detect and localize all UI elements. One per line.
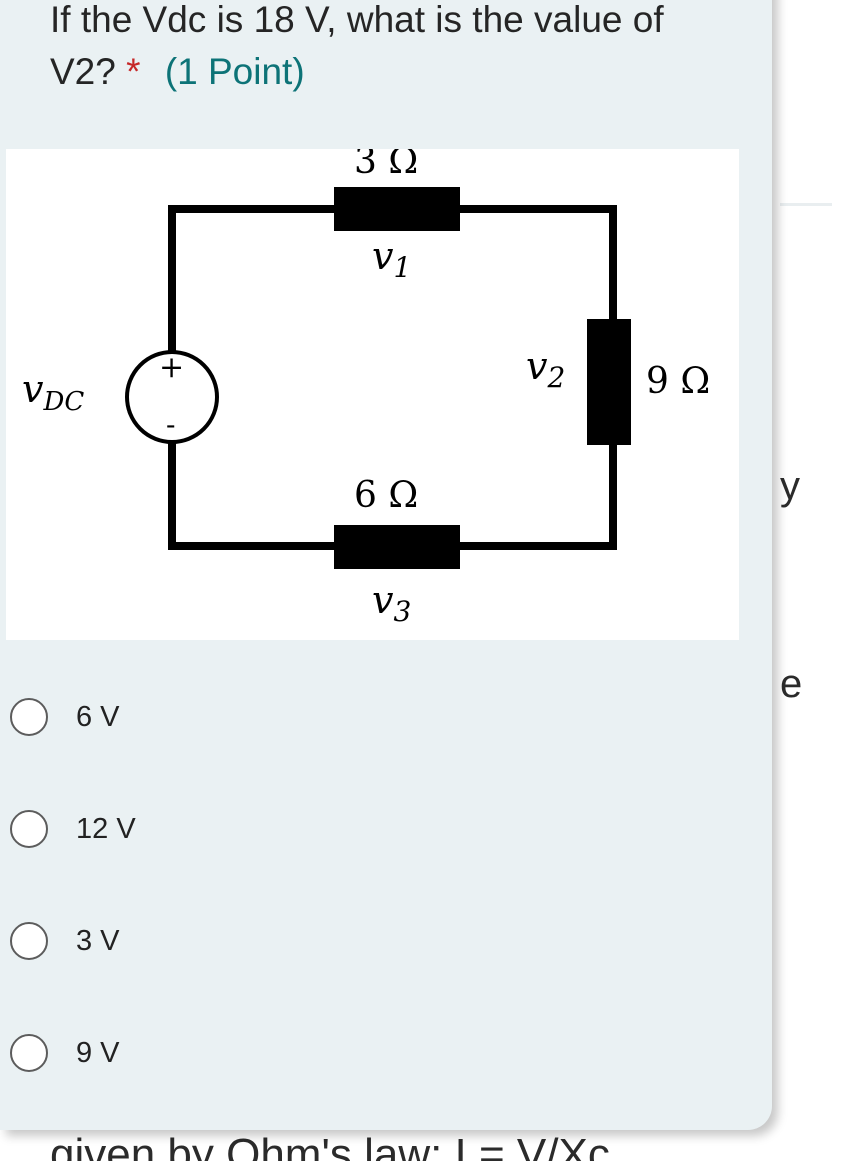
required-asterisk: * — [126, 51, 141, 92]
question-points: (1 Point) — [164, 51, 305, 92]
r3-value-label: 6 Ω — [354, 475, 418, 516]
option-label: 3 V — [76, 924, 120, 957]
option-6v[interactable]: 6 V — [10, 697, 120, 737]
r2-voltage-label: v2 — [526, 344, 565, 394]
radio-button[interactable] — [10, 810, 48, 848]
option-9v[interactable]: 9 V — [10, 1033, 120, 1073]
resistor-r1 — [334, 187, 460, 231]
radio-button[interactable] — [10, 698, 48, 736]
r1-value-label: 3 Ω — [354, 149, 418, 182]
background-divider — [780, 203, 832, 206]
radio-button[interactable] — [10, 1034, 48, 1072]
question-title: If the Vdc is 18 V, what is the value of… — [50, 0, 750, 98]
r2-value-label: 9 Ω — [646, 361, 710, 402]
option-label: 9 V — [76, 1036, 120, 1069]
background-text-fragment: y — [780, 464, 800, 508]
r1-voltage-label: v1 — [372, 234, 411, 284]
background-text-fragment: e — [780, 662, 803, 706]
resistor-r3 — [334, 525, 460, 569]
radio-button[interactable] — [10, 922, 48, 960]
circuit-figure: + - vDC 3 Ω v1 9 Ω v2 6 Ω v3 — [0, 143, 745, 646]
question-text-line1: If the Vdc is 18 V, what is the value of — [50, 0, 664, 40]
voltage-source-icon — [125, 350, 219, 444]
option-3v[interactable]: 3 V — [10, 921, 120, 961]
option-12v[interactable]: 12 V — [10, 809, 136, 849]
circuit-diagram: + - vDC 3 Ω v1 9 Ω v2 6 Ω v3 — [22, 149, 710, 628]
option-label: 12 V — [76, 812, 136, 845]
r3-voltage-label: v3 — [372, 578, 411, 628]
option-label: 6 V — [76, 700, 120, 733]
question-card: If the Vdc is 18 V, what is the value of… — [0, 0, 772, 1130]
question-text-line2: V2? — [50, 51, 116, 92]
source-plus-sign: + — [159, 350, 184, 385]
background-bottom-text: given by Ohm's law: I = V/Xc — [50, 1130, 610, 1161]
source-minus-sign: - — [166, 408, 175, 441]
resistor-r2 — [587, 319, 631, 445]
source-label: vDC — [22, 367, 84, 417]
